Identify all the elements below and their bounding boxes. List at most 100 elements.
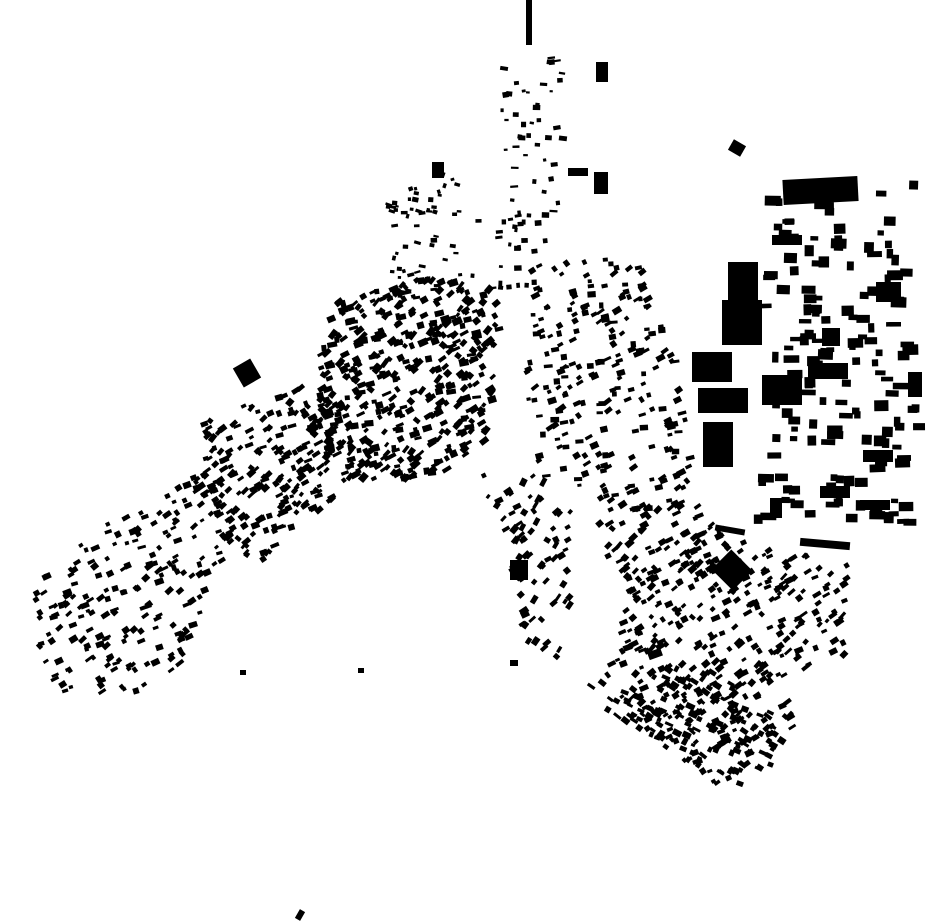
building <box>614 657 621 663</box>
building <box>587 283 595 289</box>
building <box>718 630 726 637</box>
building <box>182 626 190 634</box>
building <box>413 190 420 196</box>
building <box>741 657 747 663</box>
building <box>787 588 796 597</box>
building <box>218 464 229 474</box>
building <box>601 486 609 495</box>
building <box>123 561 132 570</box>
building <box>465 406 476 414</box>
building <box>224 449 231 456</box>
building <box>475 218 482 223</box>
building <box>317 402 326 408</box>
building <box>357 471 369 484</box>
building <box>234 534 242 543</box>
building <box>328 426 336 434</box>
building <box>237 511 248 522</box>
building <box>78 635 88 645</box>
building <box>401 444 410 454</box>
building <box>334 357 346 369</box>
building <box>508 491 515 497</box>
building <box>755 763 765 772</box>
building <box>535 263 543 269</box>
building <box>645 704 654 712</box>
building <box>505 91 513 97</box>
building <box>191 534 198 540</box>
building <box>237 475 245 482</box>
building <box>696 755 703 761</box>
building <box>442 257 448 262</box>
building <box>510 560 528 580</box>
building <box>655 641 666 651</box>
building <box>671 359 680 364</box>
building <box>529 594 539 605</box>
building <box>852 357 861 365</box>
building <box>211 495 220 504</box>
building <box>276 511 283 518</box>
building <box>630 669 641 679</box>
building <box>802 552 810 560</box>
building <box>789 266 799 276</box>
building <box>472 395 482 400</box>
building <box>684 463 693 470</box>
building <box>758 675 768 684</box>
building <box>662 640 670 648</box>
building <box>663 416 673 424</box>
building <box>782 219 795 225</box>
building <box>314 505 324 515</box>
building <box>644 334 651 342</box>
building <box>402 244 409 249</box>
building <box>323 361 332 370</box>
building <box>720 540 730 549</box>
building <box>671 448 680 455</box>
building <box>640 598 647 605</box>
building <box>830 608 838 616</box>
building <box>525 91 530 94</box>
building <box>507 217 514 222</box>
building <box>429 242 435 248</box>
building <box>82 593 90 601</box>
building <box>358 400 369 410</box>
building <box>835 475 845 484</box>
building <box>452 212 458 216</box>
building <box>798 319 812 324</box>
building <box>626 293 633 301</box>
building <box>280 482 292 493</box>
building <box>177 635 186 643</box>
building <box>531 397 538 403</box>
building <box>83 547 89 553</box>
building <box>652 708 663 719</box>
building <box>274 393 284 402</box>
building <box>478 297 488 307</box>
building <box>835 399 848 406</box>
building <box>790 336 803 342</box>
building <box>861 434 872 445</box>
building <box>132 687 140 695</box>
building <box>433 234 439 238</box>
building <box>327 328 339 340</box>
building <box>894 457 911 468</box>
building <box>240 544 246 550</box>
building <box>641 704 649 711</box>
building <box>173 509 181 517</box>
building <box>698 675 706 683</box>
building <box>441 465 452 474</box>
building <box>431 205 437 210</box>
building <box>288 406 294 412</box>
building <box>396 434 405 443</box>
building <box>408 341 416 350</box>
building <box>581 451 589 460</box>
building <box>457 429 467 433</box>
building <box>413 240 422 246</box>
building <box>105 655 114 663</box>
building <box>99 676 107 684</box>
building <box>570 292 579 300</box>
building <box>331 401 339 408</box>
building <box>735 780 744 788</box>
building <box>631 567 639 575</box>
building <box>358 668 364 673</box>
building <box>344 318 352 326</box>
building <box>543 555 553 563</box>
building <box>875 349 883 357</box>
building <box>491 298 501 309</box>
